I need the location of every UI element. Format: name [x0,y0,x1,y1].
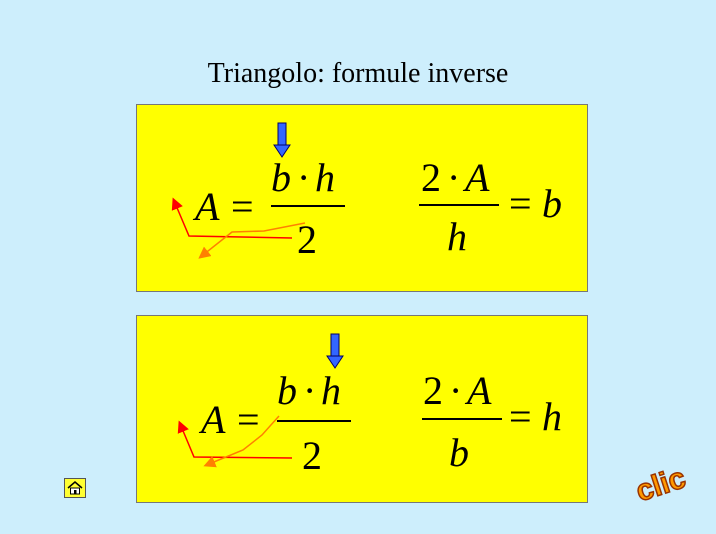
orange-arrow-icon [203,415,280,468]
inverse-num-dot: · [447,155,460,200]
slide-title: Triangolo: formule inverse [207,58,509,89]
formula-equals: = [237,397,260,442]
orange-arrow-icon [198,222,306,259]
formula-lhs-a: A [192,184,220,229]
inverse-num-2: 2 [423,368,443,413]
clic-icon: clic [631,461,690,509]
formula-equals: = [231,184,254,229]
formula-box-base: A = b · h 2 2 · A h = b [136,104,588,292]
formula-den-2: 2 [302,433,322,478]
formula-num-b: b [271,155,291,200]
blue-arrow-icon [326,333,344,369]
formula-lhs-a: A [198,397,226,442]
inverse-equals: = [509,181,532,226]
formula-num-h: h [315,155,335,200]
home-icon [67,481,83,495]
inverse-num-dot: · [449,368,462,413]
inverse-result: h [542,394,562,439]
formula-height-svg: A = b · h 2 2 · A b = h [177,333,562,478]
home-button[interactable] [64,478,86,498]
red-arrow-icon [177,420,293,459]
inverse-den: b [449,430,469,475]
clic-button[interactable]: clic [630,448,692,510]
red-arrow-icon [171,197,293,239]
formula-num-dot: · [297,155,310,200]
blue-arrow-icon [273,122,291,158]
inverse-equals: = [509,394,532,439]
clic-label: clic [632,461,690,508]
inverse-num-2: 2 [421,155,441,200]
formula-num-h: h [321,368,341,413]
formula-den-2: 2 [297,217,317,262]
formula-num-b: b [277,368,297,413]
formula-box-height: A = b · h 2 2 · A b = h [136,315,588,503]
inverse-num-a: A [462,155,490,200]
formula-num-dot: · [303,368,316,413]
inverse-result: b [542,181,562,226]
inverse-num-a: A [464,368,492,413]
inverse-den: h [447,214,467,259]
formula-base-svg: A = b · h 2 2 · A h = b [171,122,562,262]
